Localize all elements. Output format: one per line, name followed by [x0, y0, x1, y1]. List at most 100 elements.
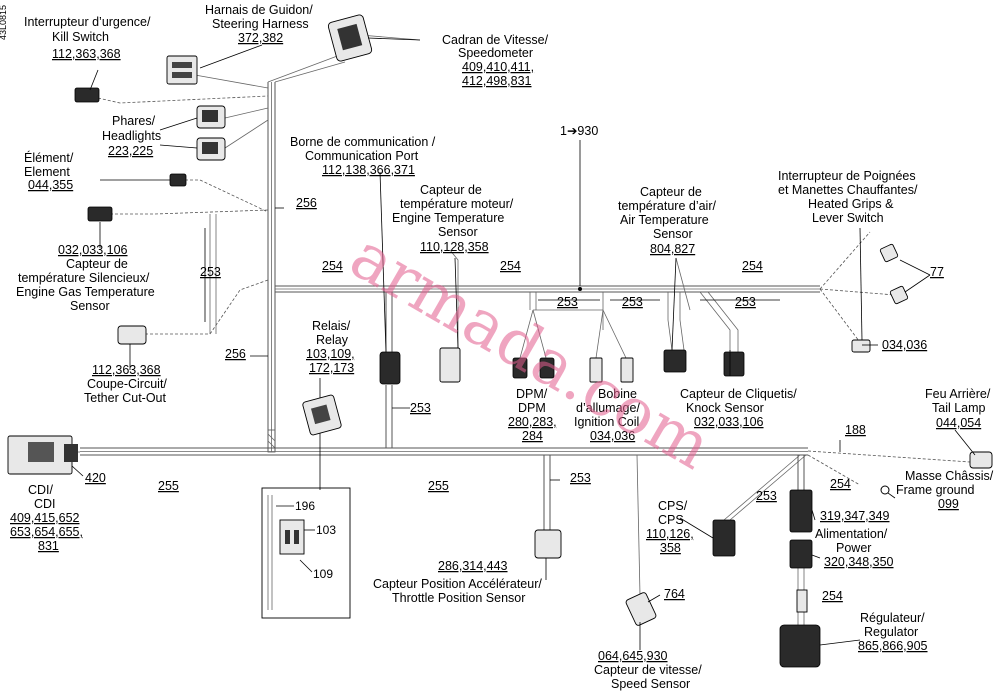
speedometer-connector: [327, 14, 373, 62]
air-temp-label-3: Air Temperature: [620, 213, 709, 227]
ignition-coil-num: 034,036: [590, 429, 635, 443]
ignition-coil-label-1: Bobine: [598, 387, 637, 401]
cps-connector: [712, 519, 736, 557]
ref-254-b: 254: [500, 259, 521, 273]
grip-switch-connector-1: [879, 243, 899, 263]
heated-grips-label-3: Heated Grips &: [808, 197, 894, 211]
steering-harness-label-1: Harnais de Guidon/: [205, 3, 313, 17]
headlights-label-2: Headlights: [102, 129, 161, 143]
knock-label-1: Capteur de Cliquetis/: [680, 387, 797, 401]
relay-detail-103: 103: [316, 523, 336, 537]
engine-temp-connector: [439, 347, 461, 383]
cdi-num-1: 409,415,652: [10, 511, 80, 525]
relay-label-2: Relay: [316, 333, 349, 347]
comm-port-label-1: Borne de communication /: [290, 135, 436, 149]
speed-sensor-label-2: Speed Sensor: [611, 677, 690, 691]
dpm-num-2: 284: [522, 429, 543, 443]
ref-254-c: 254: [742, 259, 763, 273]
ref-254-e: 254: [822, 589, 843, 603]
air-temp-connector: [663, 349, 687, 373]
doc-id: 43L0815: [0, 5, 8, 40]
ignition-coil-label-2: d’allumage/: [576, 401, 640, 415]
dimension-arrows: [204, 228, 780, 322]
ref-253-e: 253: [410, 401, 431, 415]
ref-253-f: 253: [570, 471, 591, 485]
dpm-connector-2: [539, 357, 555, 379]
cdi-label-1: CDI/: [28, 483, 54, 497]
cdi-num-2: 653,654,655,: [10, 525, 83, 539]
power-label-2: Power: [836, 541, 871, 555]
dpm-label-1: DPM/: [516, 387, 548, 401]
knock-num: 032,033,106: [694, 415, 764, 429]
tps-num: 286,314,443: [438, 559, 508, 573]
air-temp-num: 804,827: [650, 242, 695, 256]
element-num: 044,355: [28, 178, 73, 192]
grip-switch-connector-2: [889, 285, 909, 305]
power-connector-top: [789, 489, 813, 533]
engine-temp-label-3: Engine Temperature: [392, 211, 504, 225]
element-label-2: Element: [24, 165, 70, 179]
heated-grips-label-4: Lever Switch: [812, 211, 884, 225]
egts-num: 032,033,106: [58, 243, 128, 257]
speed-sensor-connector: [625, 592, 657, 626]
regulator-label-1: Régulateur/: [860, 611, 925, 625]
regulator-label-2: Regulator: [864, 625, 918, 639]
labels: 43L0815 Interrupteur d’urgence/ Kill Swi…: [0, 3, 994, 691]
harness-wires: [70, 34, 971, 625]
steering-harness-num: 372,382: [238, 31, 283, 45]
ref-256-a: 256: [296, 196, 317, 210]
speedometer-label-2: Speedometer: [458, 46, 533, 60]
leader-lines: [71, 37, 976, 650]
relay-label-1: Relais/: [312, 319, 351, 333]
headlight-connector-2: [196, 137, 226, 161]
kill-switch-label-1: Interrupteur d’urgence/: [24, 15, 151, 29]
power-connector: [789, 539, 813, 569]
cps-num-2: 358: [660, 541, 681, 555]
heated-grips-num: 77: [930, 265, 944, 279]
steering-harness-label-2: Steering Harness: [212, 17, 309, 31]
knock-sensor-connector: [723, 351, 745, 377]
relay-detail-box: 196 103 109: [261, 487, 351, 619]
headlight-connector-1: [196, 105, 226, 129]
tether-label-2: Tether Cut-Out: [84, 391, 167, 405]
air-temp-label-2: température d’air/: [618, 199, 716, 213]
air-temp-label-4: Sensor: [653, 227, 693, 241]
heated-grips-label-1: Interrupteur de Poignées: [778, 169, 916, 183]
tail-lamp-label-2: Tail Lamp: [932, 401, 986, 415]
element-connector: [169, 173, 187, 187]
kill-switch-connector: [74, 87, 100, 103]
speed-sensor-side-num: 764: [664, 587, 685, 601]
frame-ground-num: 099: [938, 497, 959, 511]
grip-conn-num: 034,036: [882, 338, 927, 352]
kill-switch-num: 112,363,368: [52, 47, 121, 61]
heated-grips-label-2: et Manettes Chauffantes/: [778, 183, 918, 197]
ignition-coil-label-3: Ignition Coil: [574, 415, 639, 429]
tail-lamp-label-1: Feu Arrière/: [925, 387, 991, 401]
connectors: [7, 14, 993, 668]
headlights-num: 223,225: [108, 144, 153, 158]
top-ref: 1➔930: [560, 124, 598, 138]
ref-253-g: 253: [756, 489, 777, 503]
ref-253-a: 253: [200, 265, 221, 279]
speedometer-num-1: 409,410,411,: [462, 60, 534, 74]
egts-label-2: température Silencieux/: [18, 271, 150, 285]
steering-harness-connector: [166, 55, 198, 85]
tether-num: 112,363,368: [92, 363, 161, 377]
ref-255-b: 255: [428, 479, 449, 493]
ref-253-d: 253: [735, 295, 756, 309]
engine-temp-num: 110,128,358: [420, 240, 489, 254]
tps-connector: [534, 529, 562, 559]
comm-port-label-2: Communication Port: [305, 149, 419, 163]
cdi-num-3: 831: [38, 539, 59, 553]
cdi-module: [7, 435, 78, 475]
speed-sensor-label-1: Capteur de vitesse/: [594, 663, 702, 677]
regulator-num: 865,866,905: [858, 639, 928, 653]
grip-connector-034: [851, 339, 871, 353]
knock-label-2: Knock Sensor: [686, 401, 764, 415]
frame-ground-terminal: [880, 485, 890, 495]
tail-lamp-connector: [969, 451, 993, 469]
egts-label-1: Capteur de: [66, 257, 128, 271]
tps-label-1: Capteur Position Accélérateur/: [373, 577, 542, 591]
dpm-label-2: DPM: [518, 401, 546, 415]
